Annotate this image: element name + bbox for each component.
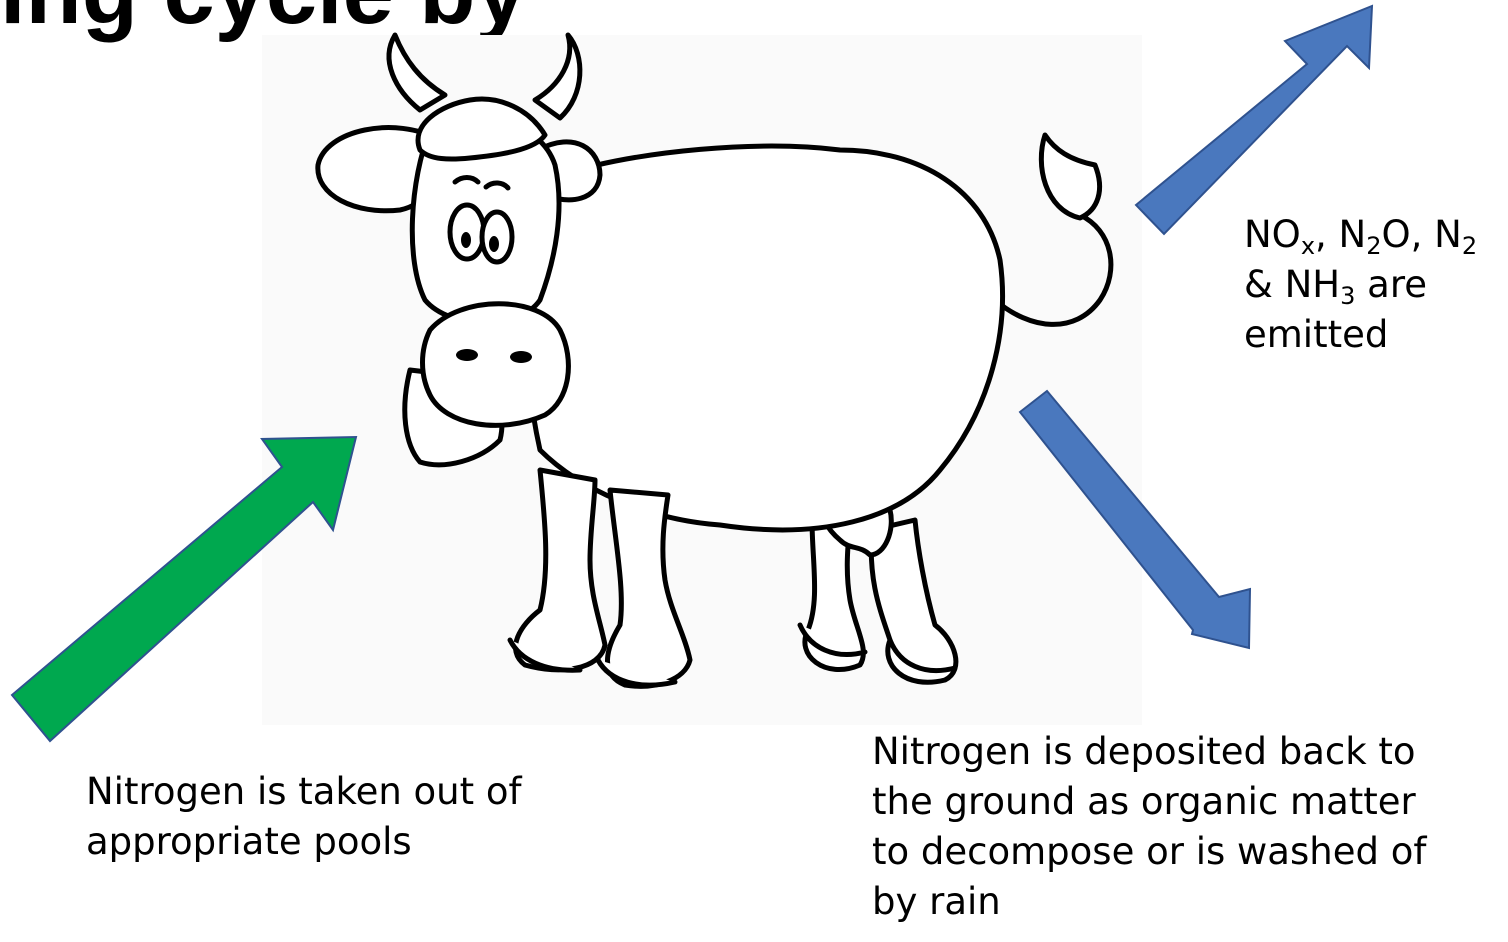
subscript: 2 [1366,232,1381,260]
emissions-label-line: & NH3 are [1244,260,1508,310]
cow-pupil-left [461,232,471,248]
emissions-label-line: emitted [1244,310,1508,360]
cow-body [527,146,1003,530]
deposition-label: Nitrogen is deposited back to the ground… [872,727,1432,927]
subscript: 3 [1340,282,1355,310]
cow-muzzle [423,304,569,426]
subscript: x [1301,232,1315,260]
emissions-label-line: NOx, N2O, N2 [1244,210,1508,260]
cow-pupil-right [489,236,499,252]
emission-arrow-icon [1136,6,1372,234]
cow-nostril-left [456,349,478,361]
cow-eye-left [450,205,484,259]
cow-eye-right [482,212,512,262]
cow-nostril-right [510,351,532,363]
intake-label: Nitrogen is taken out of appropriate poo… [86,767,606,867]
subscript: 2 [1462,232,1477,260]
